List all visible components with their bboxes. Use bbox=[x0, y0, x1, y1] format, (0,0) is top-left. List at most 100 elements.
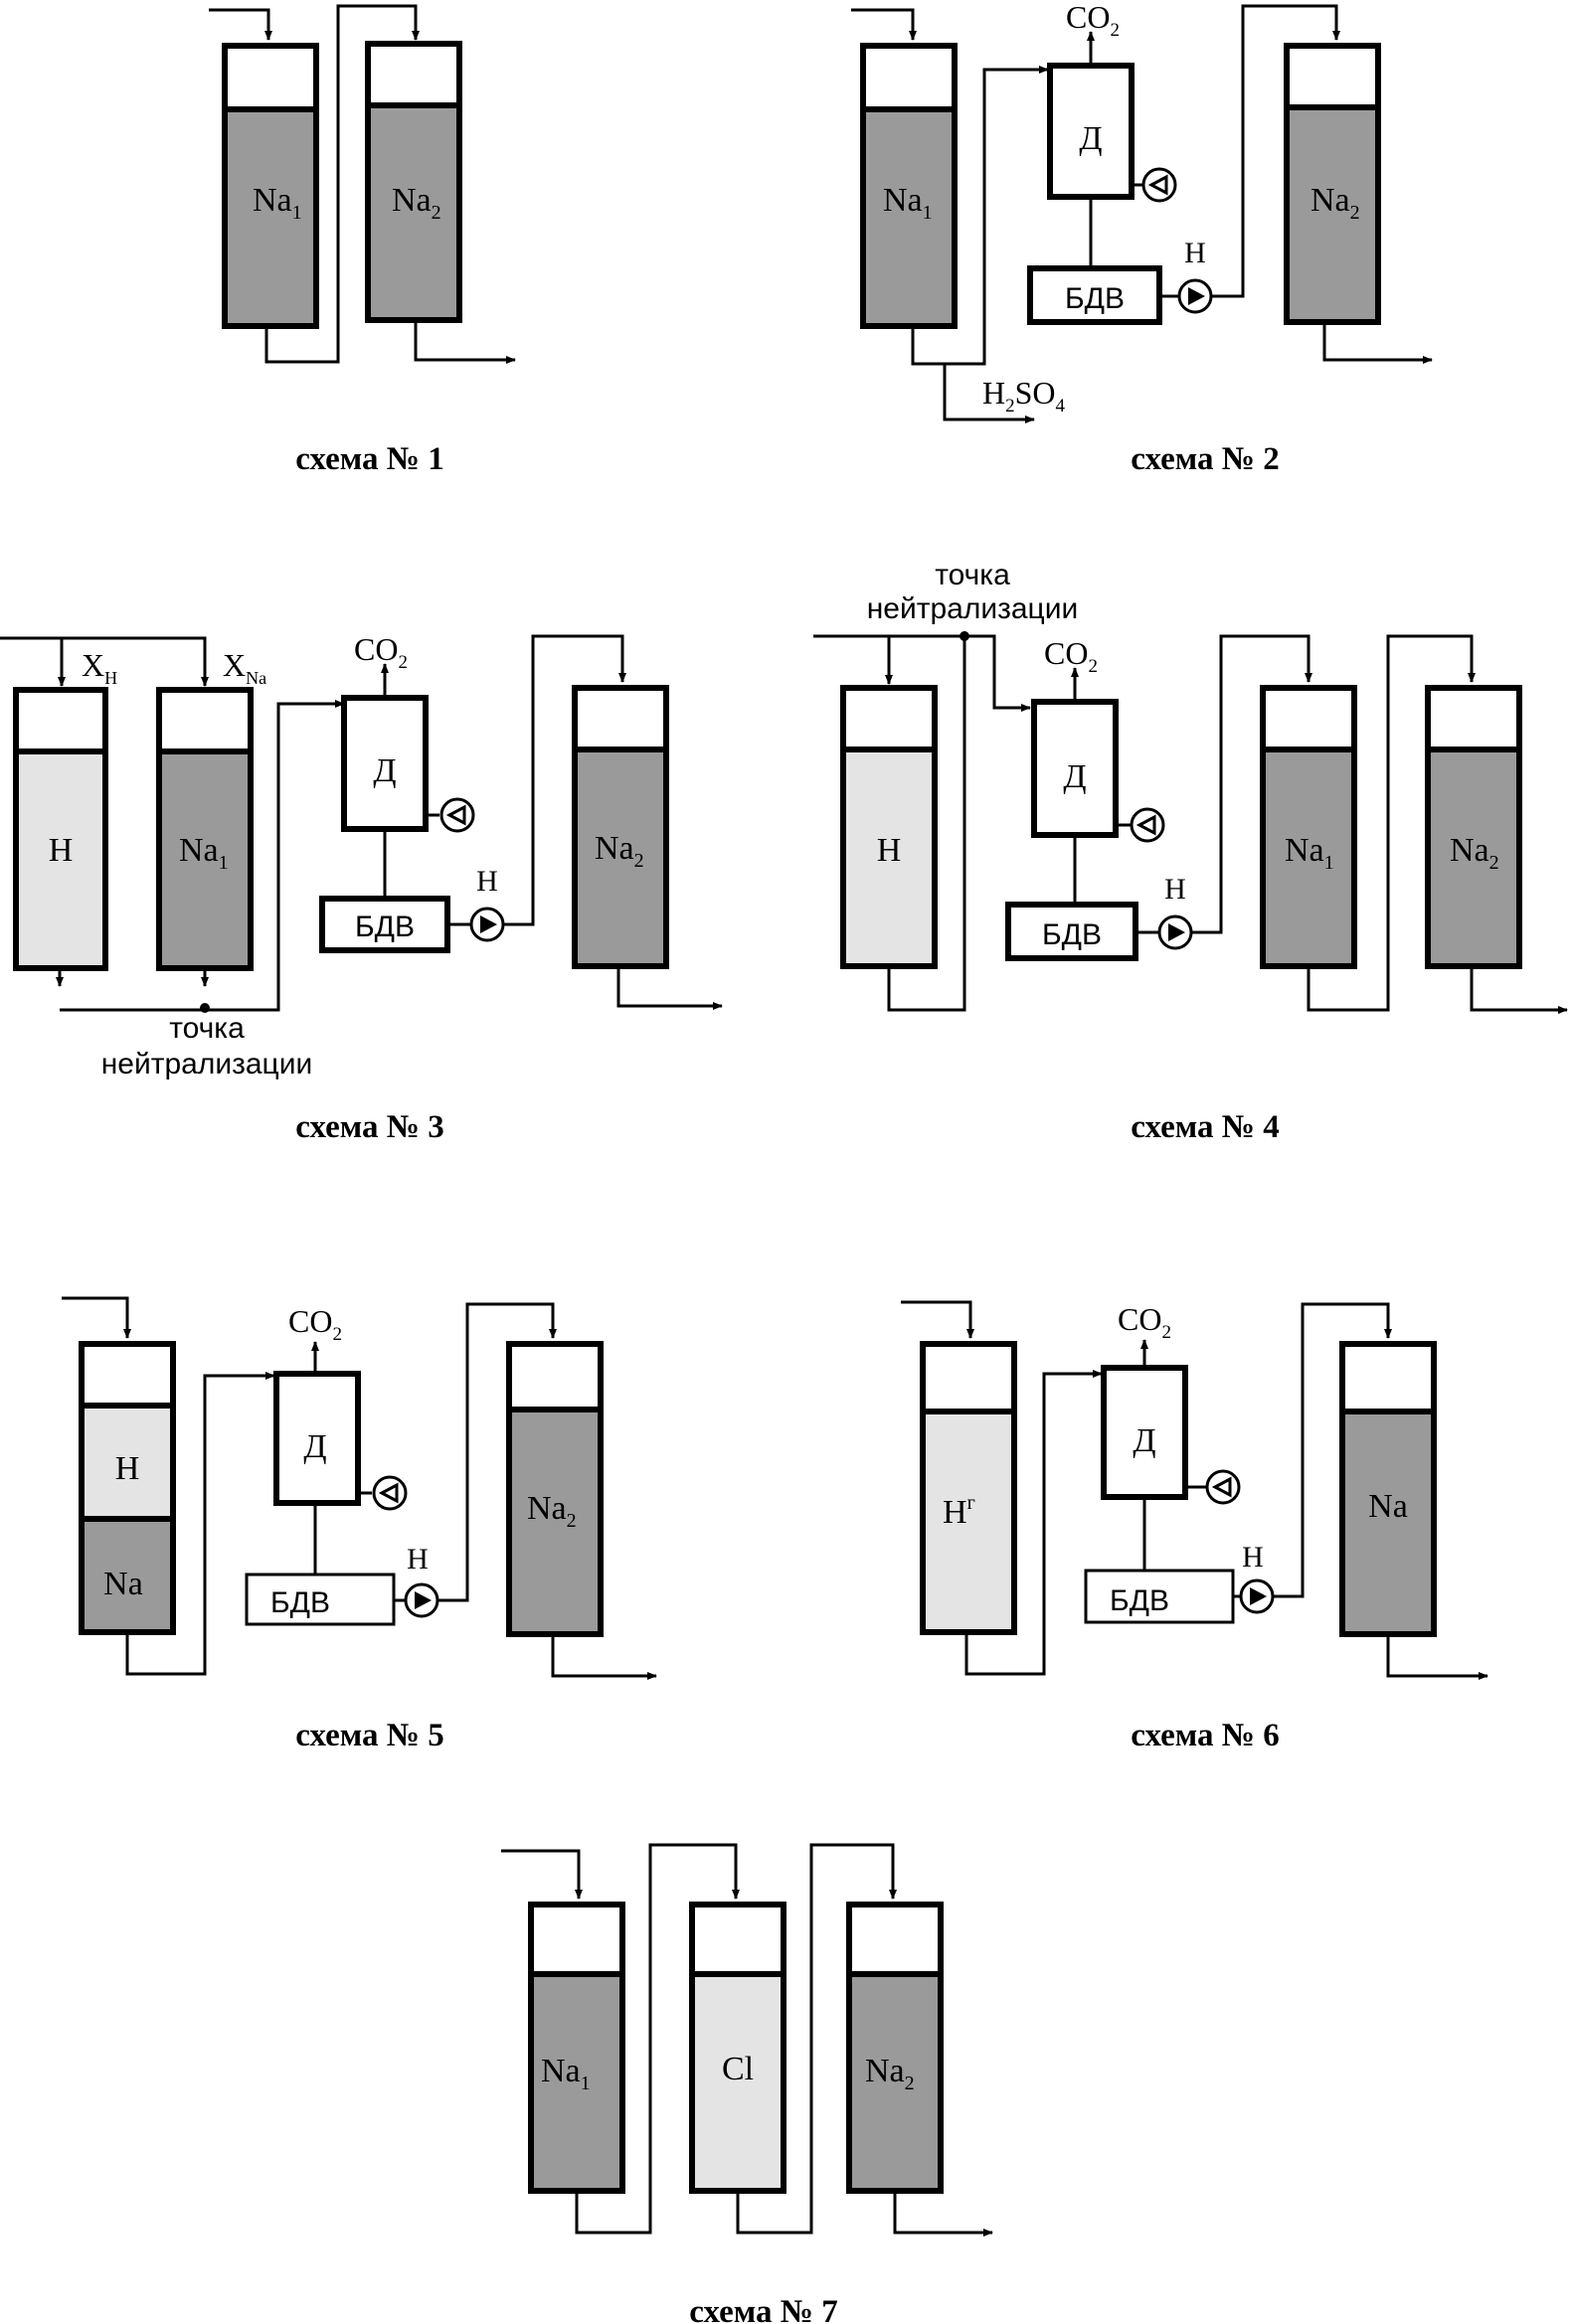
fan-icon bbox=[439, 797, 475, 833]
pump-discharge-line bbox=[1191, 634, 1312, 934]
pump-label: H bbox=[476, 865, 498, 898]
na2-filter-label: Na2 bbox=[865, 2053, 915, 2094]
na1-filter-resin bbox=[860, 106, 958, 329]
neutralization-label-2: нейтрализации bbox=[867, 592, 1079, 625]
pump-label: H bbox=[407, 1543, 429, 1576]
decarbonizer-label: Д bbox=[1063, 758, 1086, 795]
final-outlet-line bbox=[1470, 968, 1568, 1014]
na1-filter-top bbox=[222, 43, 319, 112]
connector-line-2 bbox=[736, 1843, 897, 2235]
final-outlet-line bbox=[893, 2193, 993, 2237]
na2-filter-resin bbox=[365, 102, 462, 323]
scheme-5: H Na Д CO2 БДВ H Na2 схема № 5 bbox=[62, 1296, 657, 1753]
co2-label: CO2 bbox=[354, 631, 408, 673]
neutralization-label-1: точка bbox=[935, 559, 1010, 591]
pump-discharge-line bbox=[437, 1302, 557, 1602]
na2-filter-top bbox=[506, 1341, 604, 1412]
na1-filter-resin bbox=[156, 748, 254, 971]
co2-label: CO2 bbox=[288, 1303, 342, 1345]
na2-filter-resin bbox=[1284, 104, 1381, 325]
neutralization-label-1: точка bbox=[169, 1012, 245, 1045]
final-outlet-line bbox=[1322, 324, 1433, 364]
scheme-caption: схема № 3 bbox=[295, 1109, 443, 1145]
h2so4-label: H2SO4 bbox=[982, 375, 1066, 416]
decarbonizer bbox=[273, 1371, 361, 1506]
tank-bdv-label: БДВ bbox=[270, 1586, 330, 1619]
scheme-7: Na1 Cl Na2 схема № 7 bbox=[501, 1843, 993, 2324]
cl-filter-top bbox=[689, 1902, 786, 1977]
na2-filter-label: Na2 bbox=[595, 830, 644, 872]
scheme-caption: схема № 6 bbox=[1131, 1718, 1279, 1753]
fan-icon bbox=[1141, 167, 1177, 203]
scheme-caption: схема № 7 bbox=[689, 2294, 837, 2324]
na2-filter-label: Na2 bbox=[392, 182, 441, 224]
connector-line-1 bbox=[575, 1843, 740, 2235]
scheme-1: Na1 Na2 схема № 1 bbox=[209, 4, 516, 477]
na-filter-top bbox=[1339, 1341, 1437, 1414]
inlet-line bbox=[901, 1300, 974, 1339]
co2-label: CO2 bbox=[1118, 1301, 1171, 1343]
tank-bdv bbox=[245, 1573, 396, 1626]
pump-label: H bbox=[1242, 1541, 1264, 1574]
scheme-caption: схема № 2 bbox=[1131, 441, 1279, 477]
h-filter-resin bbox=[840, 747, 938, 969]
na2-filter-top bbox=[365, 41, 462, 108]
pump-discharge-line bbox=[503, 634, 626, 926]
tank-bdv-label: БДВ bbox=[355, 911, 415, 943]
scheme-caption: схема № 5 bbox=[295, 1718, 443, 1753]
tank-bdv-label: БДВ bbox=[1065, 282, 1125, 315]
co2-label: CO2 bbox=[1066, 0, 1120, 41]
na-layer-label: Na bbox=[103, 1566, 143, 1602]
na1-filter-label: Na1 bbox=[253, 182, 302, 224]
final-outlet-line bbox=[551, 1636, 657, 1680]
inlet-line bbox=[62, 1296, 131, 1339]
scheme-caption: схема № 4 bbox=[1131, 1109, 1279, 1145]
scheme-2: Na1 H2SO4 Д CO2 БДВ H Na2 схема № 2 bbox=[851, 0, 1433, 477]
pump-label: H bbox=[1164, 873, 1186, 906]
tank-bdv-label: БДВ bbox=[1042, 918, 1102, 951]
pump-discharge-line bbox=[1211, 4, 1340, 298]
connector-line bbox=[264, 4, 420, 364]
acid-dosing-line bbox=[943, 364, 1035, 423]
h-filter-top bbox=[840, 685, 938, 752]
pump-icon bbox=[1157, 914, 1193, 950]
na1-filter-label: Na1 bbox=[1285, 832, 1334, 874]
outlet-line bbox=[964, 1370, 1103, 1676]
na1-filter-resin bbox=[1260, 747, 1357, 969]
inlet-line bbox=[0, 636, 209, 687]
h-outlet-line bbox=[887, 636, 966, 1012]
h-filter-resin bbox=[13, 748, 108, 971]
na-layer bbox=[79, 1516, 176, 1635]
na2-filter-resin bbox=[572, 747, 669, 969]
scheme-6: Hг Д CO2 БДВ H Na схема № 6 bbox=[901, 1300, 1488, 1753]
scheme-4: точка нейтрализации H Д CO2 БДВ H Na1 bbox=[813, 559, 1568, 1145]
tank-bdv bbox=[1084, 1569, 1235, 1624]
na1-filter-resin bbox=[222, 106, 319, 329]
outlet-line bbox=[414, 322, 516, 364]
cl-filter-label: Cl bbox=[722, 2051, 754, 2087]
outlet-line bbox=[911, 66, 1049, 366]
h-layer-label: H bbox=[115, 1450, 140, 1487]
decarbonizer bbox=[1031, 699, 1119, 838]
pump-icon bbox=[1177, 278, 1213, 314]
final-outlet-line bbox=[1386, 1636, 1488, 1680]
na-filter-label: Na bbox=[1368, 1488, 1408, 1525]
decarbonizer-label: Д bbox=[1133, 1422, 1155, 1459]
na2-filter-top bbox=[1425, 685, 1522, 752]
na1-filter-top bbox=[156, 687, 254, 754]
filter-top bbox=[79, 1341, 176, 1409]
na2-filter-resin bbox=[506, 1407, 604, 1637]
na-filter-resin bbox=[1339, 1409, 1437, 1637]
na2-filter-resin bbox=[846, 1971, 944, 2194]
hg-filter-label: Hг bbox=[943, 1492, 975, 1531]
neutralization-label-2: нейтрализации bbox=[101, 1048, 313, 1080]
fan-icon bbox=[372, 1475, 408, 1511]
na1-filter-label: Na1 bbox=[179, 832, 229, 874]
h-filter-label: H bbox=[49, 832, 74, 869]
h-filter-resin bbox=[920, 1409, 1017, 1635]
tank-bdv-label: БДВ bbox=[1110, 1584, 1169, 1617]
pump-discharge-line bbox=[1273, 1302, 1392, 1598]
pump-label: H bbox=[1184, 237, 1206, 269]
decarbonizer-label: Д bbox=[1079, 120, 1102, 157]
